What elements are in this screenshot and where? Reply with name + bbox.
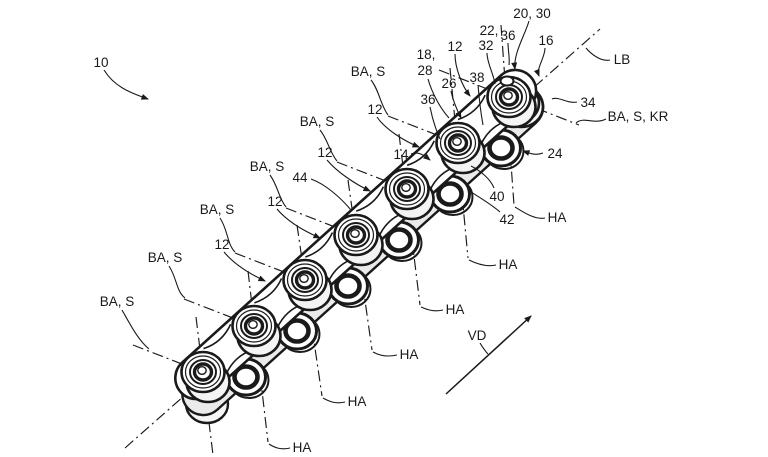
ref-label-12: 12	[214, 237, 229, 252]
axis-label-ba-s: BA, S	[351, 64, 386, 79]
leader-ha	[468, 259, 497, 267]
leader-20-30	[511, 20, 530, 70]
leader-44	[310, 178, 352, 211]
leader-ha	[372, 351, 398, 357]
leader-40	[470, 165, 495, 189]
ref-label-40: 40	[489, 189, 504, 204]
ref-label-22: 22,	[480, 23, 499, 38]
axis-label-ba-s: BA, S	[148, 250, 183, 265]
ref-label-36: 36	[500, 28, 515, 43]
leader-18-28	[427, 78, 450, 119]
ref-label-42: 42	[499, 212, 514, 227]
ref-label-12: 12	[447, 39, 462, 54]
ref-label-26: 26	[441, 76, 456, 91]
leader-lines	[103, 20, 611, 450]
axis-label-ha: HA	[499, 257, 518, 272]
leader-ha	[514, 206, 546, 219]
ref-label-18: 18,	[417, 47, 436, 62]
leader-ba-s	[269, 174, 287, 208]
leader-ba-s	[168, 265, 186, 299]
vd-direction-arrow	[445, 315, 532, 395]
ref-label-10: 10	[93, 55, 108, 70]
ref-label-44: 44	[292, 170, 308, 185]
leader-ba-s	[370, 79, 389, 116]
leader-ba-s-kr	[575, 118, 607, 124]
ref-label-20-30: 20, 30	[513, 6, 551, 21]
axis-label-ha: HA	[400, 347, 419, 362]
leader-36-top	[507, 42, 510, 66]
leader-ha	[420, 306, 444, 312]
ref-label-12: 12	[267, 194, 282, 209]
ref-label-14: 14	[393, 147, 409, 162]
axis-label-ba-s: BA, S	[200, 202, 235, 217]
leader-12	[276, 208, 321, 239]
ref-label-38: 38	[469, 70, 484, 85]
axis-label-ha: HA	[348, 394, 367, 409]
leader-ba-s	[121, 309, 150, 350]
leader-24	[522, 150, 544, 156]
leader-22-32	[486, 52, 496, 85]
leader-ha	[322, 397, 346, 404]
leader-38	[477, 84, 484, 126]
axis-label-ba-s: BA, S	[250, 159, 285, 174]
ref-label-34: 34	[580, 95, 596, 110]
reference-labels: 10 12 12 12 12 12 14 44 18, 28 22, 32 20…	[93, 6, 668, 455]
axis-label-ha: HA	[548, 210, 567, 225]
leader-42	[470, 191, 501, 213]
axis-label-ba-s-kr: BA, S, KR	[608, 109, 669, 124]
ref-label-32: 32	[478, 38, 493, 53]
leader-16	[533, 47, 546, 77]
leader-lb	[585, 47, 611, 61]
ba-axis-line-kr	[438, 69, 580, 126]
axis-label-ba-s: BA, S	[100, 294, 135, 309]
leader-ha	[268, 443, 291, 450]
pin-boss	[499, 75, 515, 87]
leader-36-mid	[429, 106, 441, 140]
ref-label-36: 36	[420, 92, 435, 107]
leader-ba-s	[219, 217, 236, 253]
leader-12	[223, 251, 266, 282]
leader-12	[376, 116, 420, 148]
axis-label-ha: HA	[446, 302, 465, 317]
leader-34	[551, 97, 578, 103]
axis-label-ba-s: BA, S	[300, 114, 335, 129]
axis-label-lb: LB	[614, 52, 631, 67]
ref-label-28: 28	[417, 63, 432, 78]
chain-drawing	[174, 68, 545, 425]
axis-label-ha: HA	[293, 440, 312, 455]
leader-14	[410, 152, 431, 161]
ref-label-12: 12	[367, 102, 382, 117]
leader-vd	[479, 342, 489, 355]
leader-ba-s	[319, 129, 338, 162]
leader-26	[450, 90, 462, 119]
ref-label-16: 16	[538, 33, 553, 48]
ref-label-24: 24	[547, 146, 563, 161]
ref-label-12: 12	[317, 145, 332, 160]
leader-10	[103, 69, 149, 100]
leader-12	[454, 53, 471, 97]
leader-12	[326, 159, 371, 192]
direction-label-vd: VD	[468, 328, 487, 343]
